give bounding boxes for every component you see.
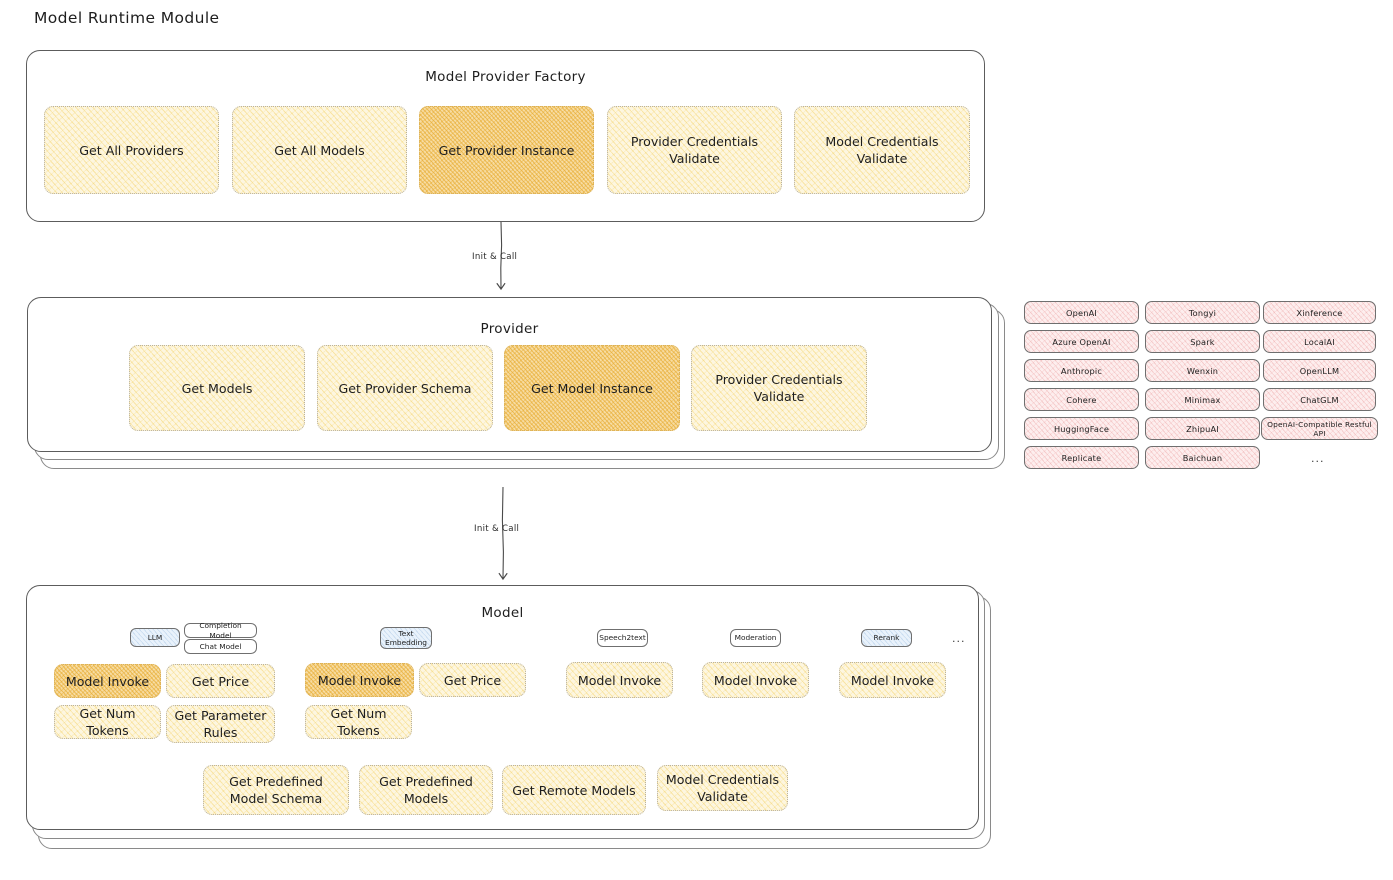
- model-type-badge-moderation[interactable]: Moderation: [730, 629, 781, 647]
- provider-method-provider-credentials-validate[interactable]: Provider Credentials Validate: [691, 345, 867, 431]
- model-llm-method-get-num-tokens[interactable]: Get Num Tokens: [54, 705, 161, 739]
- model-subtype-badge-completion-model[interactable]: Completion Model: [184, 621, 257, 640]
- factory-method-get-all-providers[interactable]: Get All Providers: [44, 106, 219, 194]
- provider-chip-localai[interactable]: LocalAI: [1263, 330, 1376, 353]
- provider-chip-openai-compatible-restful-api[interactable]: OpenAI-Compatible Restful API: [1261, 417, 1378, 440]
- model-text-embedding-method-model-invoke[interactable]: Model Invoke: [305, 663, 414, 697]
- provider-chip-spark[interactable]: Spark: [1145, 330, 1260, 353]
- provider-chip-wenxin[interactable]: Wenxin: [1145, 359, 1260, 382]
- provider-chip-tongyi[interactable]: Tongyi: [1145, 301, 1260, 324]
- arrow-label-init-call-2: Init & Call: [474, 524, 520, 534]
- provider-chip-openai[interactable]: OpenAI: [1024, 301, 1139, 324]
- provider-method-get-models[interactable]: Get Models: [129, 345, 305, 431]
- provider-title: Provider: [480, 321, 539, 337]
- provider-chip-azure-openai[interactable]: Azure OpenAI: [1024, 330, 1139, 353]
- model-moderation-method-model-invoke[interactable]: Model Invoke: [702, 662, 809, 698]
- provider-chip-anthropic[interactable]: Anthropic: [1024, 359, 1139, 382]
- arrow-label-init-call-1: Init & Call: [472, 252, 518, 262]
- model-llm-method-get-price[interactable]: Get Price: [166, 664, 275, 698]
- factory-method-get-provider-instance[interactable]: Get Provider Instance: [419, 106, 594, 194]
- model-shared-method-model-credentials-validate[interactable]: Model Credentials Validate: [657, 765, 788, 811]
- provider-chip-chatglm[interactable]: ChatGLM: [1263, 388, 1376, 411]
- provider-method-get-model-instance[interactable]: Get Model Instance: [504, 345, 680, 431]
- model-llm-method-get-parameter-rules[interactable]: Get Parameter Rules: [166, 705, 275, 743]
- provider-chip-minimax[interactable]: Minimax: [1145, 388, 1260, 411]
- model-shared-method-get-predefined-models[interactable]: Get Predefined Models: [359, 765, 493, 815]
- provider-chip-zhipuai[interactable]: ZhipuAI: [1145, 417, 1260, 440]
- model-type-badge-speech2text[interactable]: Speech2text: [597, 629, 648, 647]
- model-type-badge-llm[interactable]: LLM: [130, 628, 180, 647]
- model-text-embedding-method-get-num-tokens[interactable]: Get Num Tokens: [305, 705, 412, 739]
- provider-chip-huggingface[interactable]: HuggingFace: [1024, 417, 1139, 440]
- model-types-more: ...: [952, 632, 966, 645]
- model-type-badge-text-embedding[interactable]: Text Embedding: [380, 627, 432, 649]
- provider-method-get-provider-schema[interactable]: Get Provider Schema: [317, 345, 493, 431]
- factory-method-model-credentials-validate[interactable]: Model Credentials Validate: [794, 106, 970, 194]
- model-shared-method-get-predefined-model-schema[interactable]: Get Predefined Model Schema: [203, 765, 349, 815]
- model-llm-method-model-invoke[interactable]: Model Invoke: [54, 664, 161, 698]
- model-text-embedding-method-get-price[interactable]: Get Price: [419, 663, 526, 697]
- provider-chip-replicate[interactable]: Replicate: [1024, 446, 1139, 469]
- factory-method-provider-credentials-validate[interactable]: Provider Credentials Validate: [607, 106, 782, 194]
- factory-method-get-all-models[interactable]: Get All Models: [232, 106, 407, 194]
- factory-title: Model Provider Factory: [425, 69, 586, 85]
- provider-chip-openllm[interactable]: OpenLLM: [1263, 359, 1376, 382]
- provider-chip-baichuan[interactable]: Baichuan: [1145, 446, 1260, 469]
- model-speech2text-method-model-invoke[interactable]: Model Invoke: [566, 662, 673, 698]
- page-title: Model Runtime Module: [34, 9, 220, 27]
- provider-chip-cohere[interactable]: Cohere: [1024, 388, 1139, 411]
- provider-list-more: ...: [1311, 452, 1325, 465]
- model-subtype-badge-chat-model[interactable]: Chat Model: [184, 639, 257, 654]
- model-rerank-method-model-invoke[interactable]: Model Invoke: [839, 662, 946, 698]
- model-type-badge-rerank[interactable]: Rerank: [861, 629, 912, 647]
- model-shared-method-get-remote-models[interactable]: Get Remote Models: [502, 765, 646, 815]
- model-title: Model: [481, 605, 524, 621]
- provider-chip-xinference[interactable]: Xinference: [1263, 301, 1376, 324]
